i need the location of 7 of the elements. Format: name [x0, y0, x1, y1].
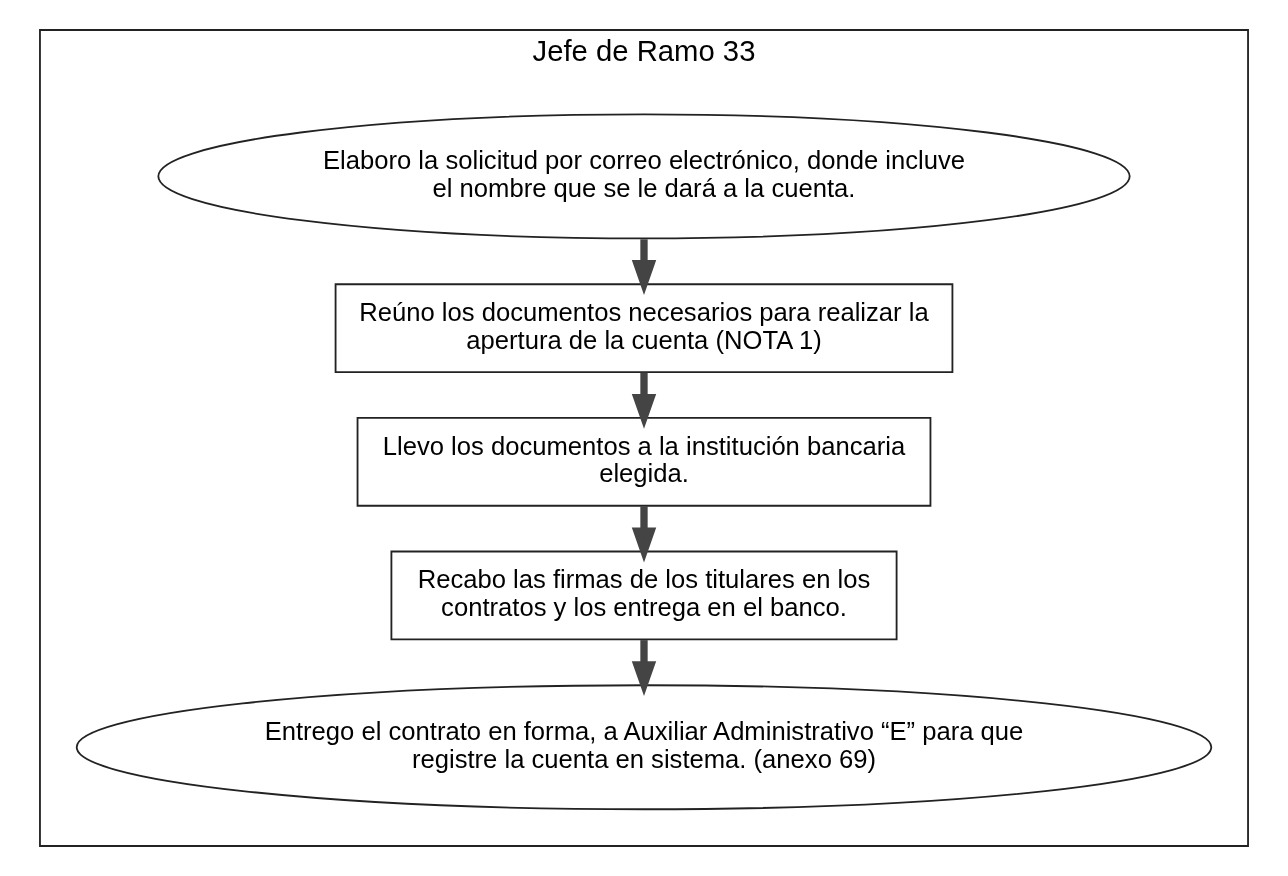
node-ellipse: Elaboro la solicitud por correo electrónico, donde incluve el nombre que se le dará a la cuenta.	[157, 113, 1131, 240]
node-box: Reúno los documentos necesarios para realizar la apertura de la cuenta (NOTA 1)	[334, 283, 954, 374]
node-box: Recabo las firmas de los titulares en los contratos y los entrega en el banco.	[390, 550, 898, 641]
node-ellipse: Entrego el contrato en forma, a Auxiliar Administrativo “E” para que registre la cuenta en sistema. (anexo 69)	[75, 684, 1213, 811]
node-box: Llevo los documentos a la institución bancaria elegida.	[356, 416, 932, 507]
arrow	[631, 506, 657, 563]
arrow	[631, 372, 657, 429]
